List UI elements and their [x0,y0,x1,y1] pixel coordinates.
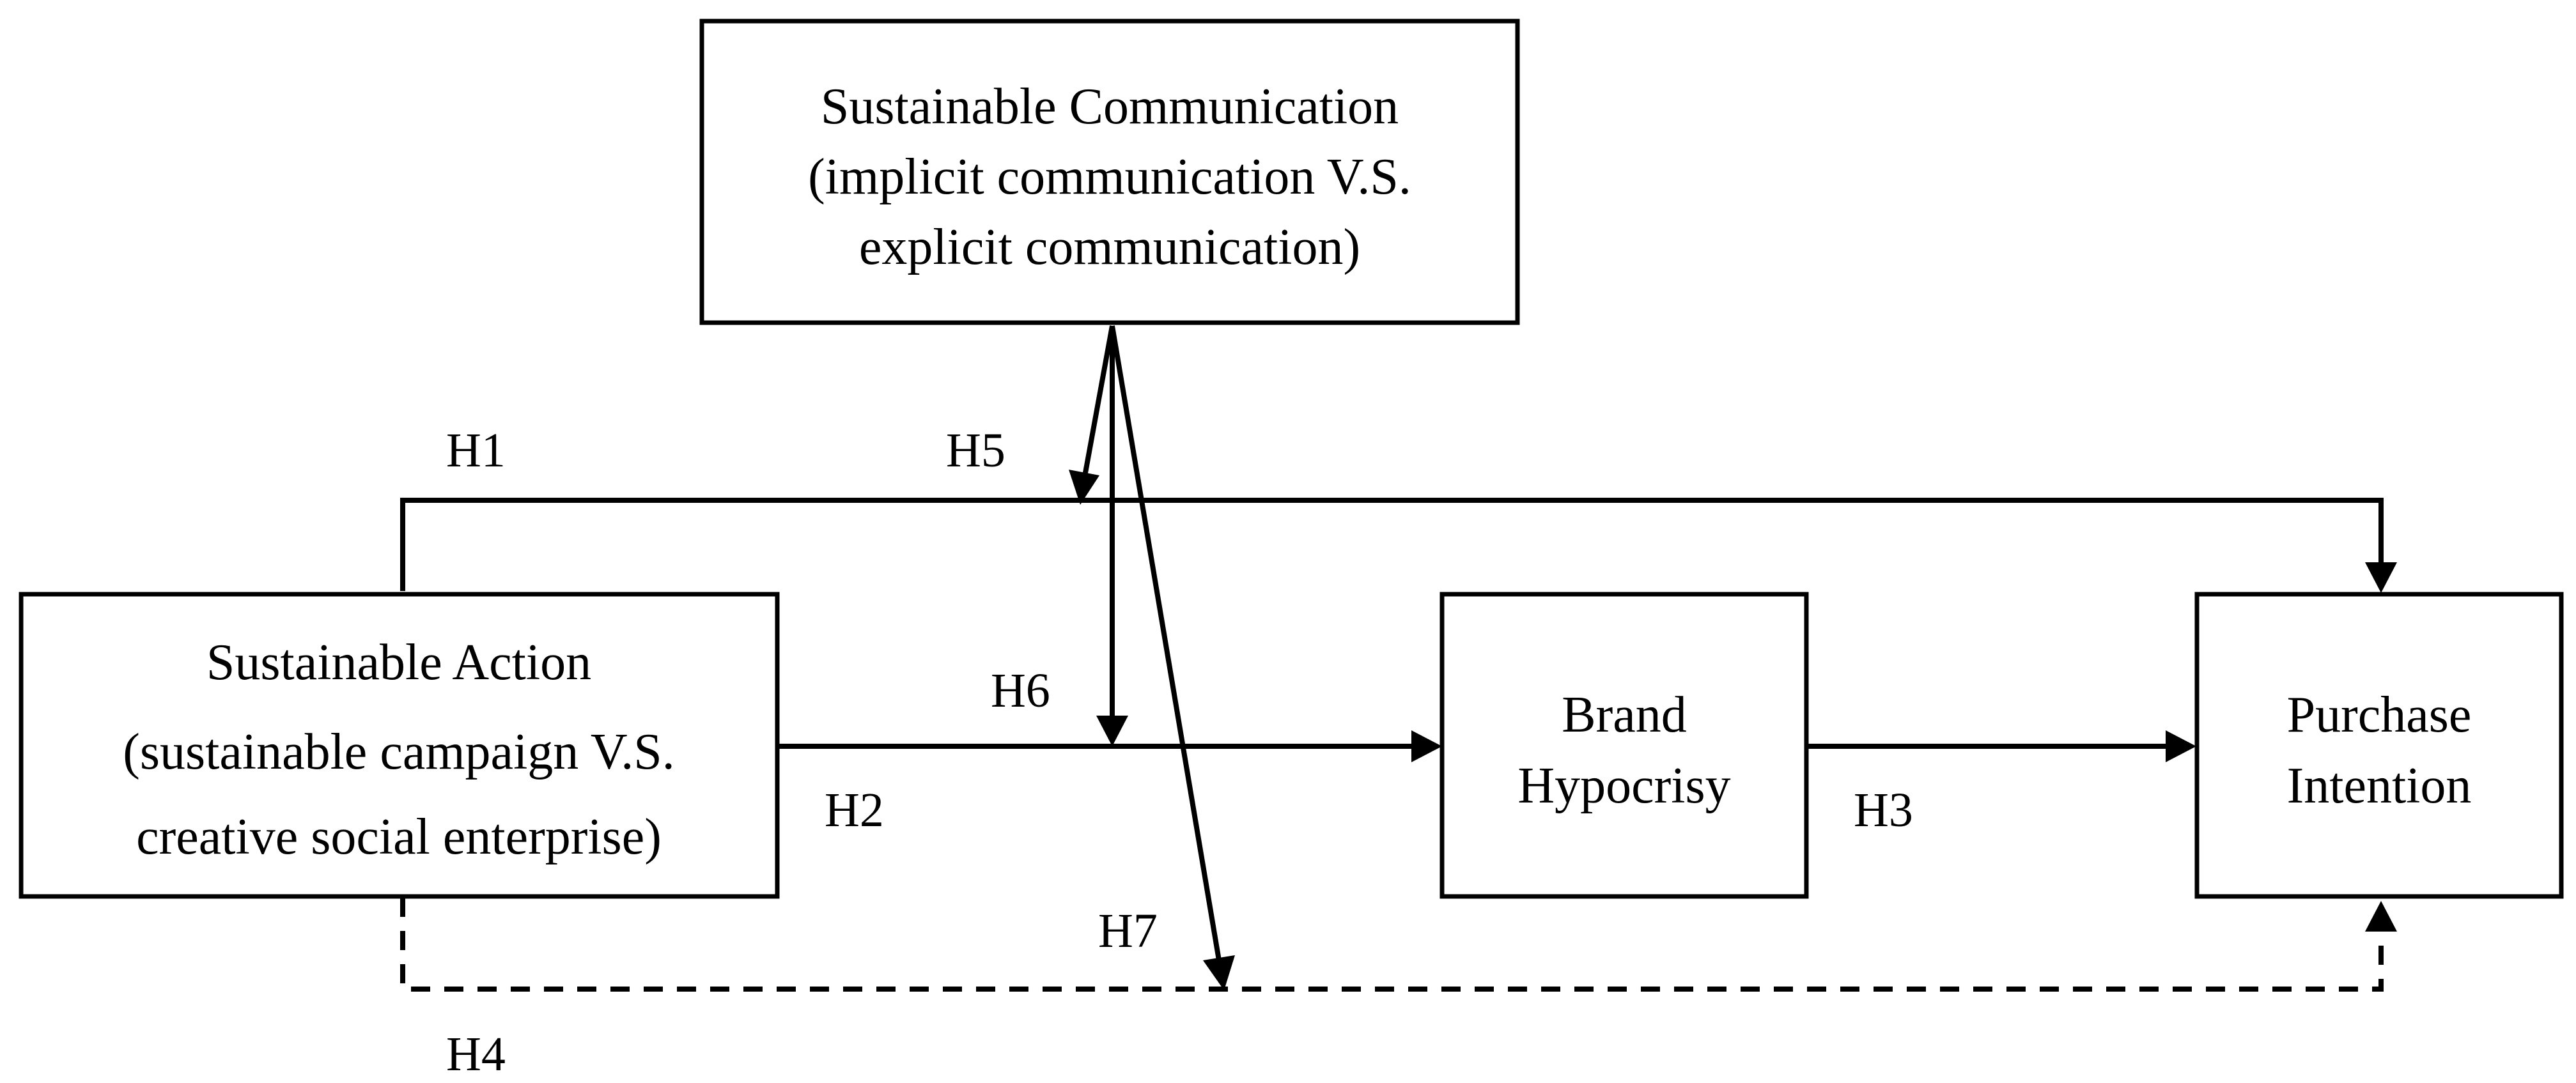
edge-h1-action-to-purchase [400,498,2384,591]
edge-label-h5: H5 [946,424,1005,477]
node-sustainable-action: Sustainable Action (sustainable campaign… [19,592,780,899]
node-brand-hypocrisy-line-2: Hypocrisy [1517,758,1730,814]
node-sustainable-action-line-1: Sustainable Action [206,634,591,691]
edge-h5-communication-moderates-h1 [1083,325,1115,473]
edge-h7-arrowhead [1203,955,1235,990]
edge-h7-communication-moderates-h4 [1110,325,1222,961]
node-sustainable-communication-line-3: explicit communication) [859,219,1360,275]
edge-label-h4: H4 [446,1027,506,1081]
edge-label-h1: H1 [446,424,506,477]
node-sustainable-action-line-3: creative social enterprise) [136,809,662,865]
edge-label-h7: H7 [1098,904,1158,958]
node-sustainable-communication-line-2: (implicit communication V.S. [808,149,1411,205]
node-sustainable-communication: Sustainable Communication (implicit comm… [699,19,1520,325]
edge-h5-arrowhead [1069,470,1099,505]
edge-h6-arrowhead [1096,716,1128,746]
edge-h4-arrowhead [2365,901,2397,932]
node-purchase-intention-line-1: Purchase [2287,687,2472,743]
edge-label-h2: H2 [825,783,884,837]
edge-label-h3: H3 [1854,783,1913,837]
node-brand-hypocrisy-box [1439,592,1809,899]
edge-h2-arrowhead [1411,730,1442,762]
edge-label-h6: H6 [991,664,1050,718]
node-purchase-intention: Purchase Intention [2194,592,2564,899]
edge-h3-arrowhead [2166,730,2196,762]
node-sustainable-action-line-2: (sustainable campaign V.S. [123,724,675,780]
node-sustainable-action-box [19,592,780,899]
node-brand-hypocrisy: Brand Hypocrisy [1439,592,1809,899]
node-sustainable-communication-line-1: Sustainable Communication [821,79,1399,135]
edge-h4-action-to-purchase-dashed [400,898,2384,992]
edge-h1-arrowhead [2365,562,2397,593]
node-purchase-intention-box [2194,592,2564,899]
node-purchase-intention-line-2: Intention [2287,758,2472,814]
node-brand-hypocrisy-line-1: Brand [1562,687,1687,743]
node-sustainable-communication-box [699,19,1520,325]
